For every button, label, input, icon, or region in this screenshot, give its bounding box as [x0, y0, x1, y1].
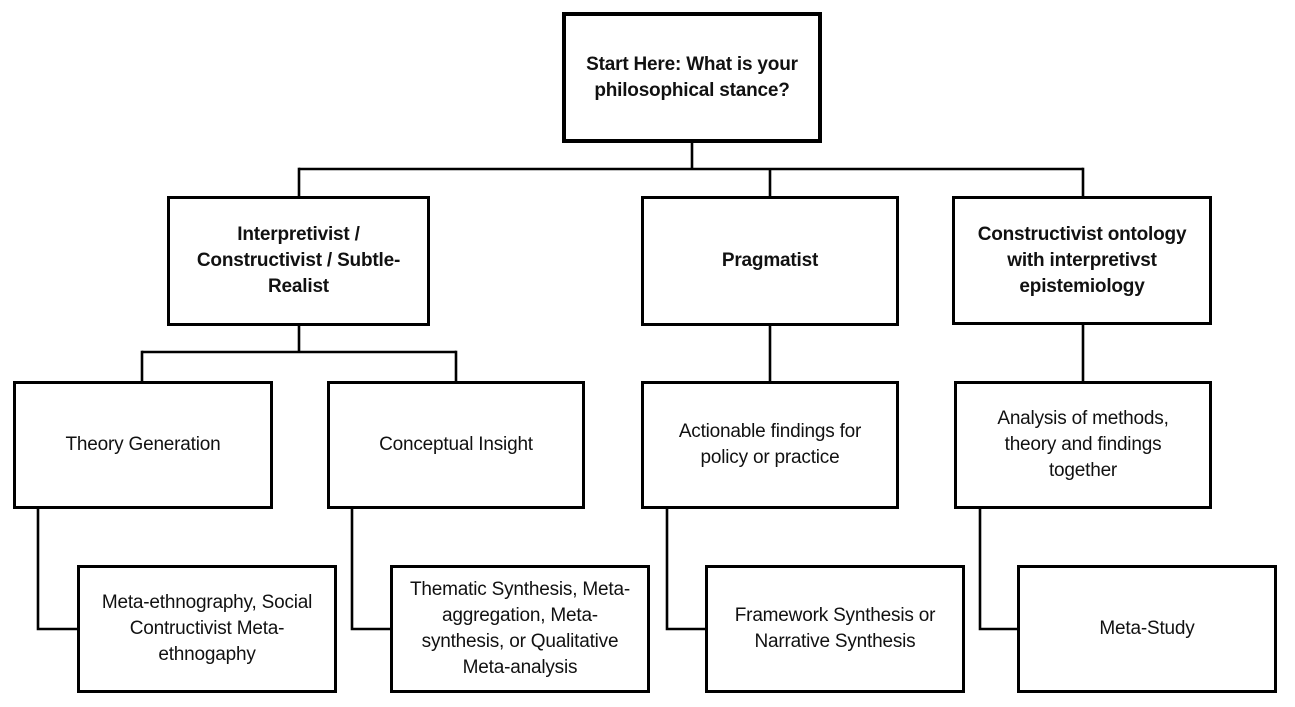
edge-analysis-metastudy: [978, 509, 1017, 631]
node-actionable-findings: Actionable findings for policy or practi…: [641, 381, 899, 509]
node-start-question-label: Start Here: What is your philosophical s…: [586, 53, 798, 101]
node-conceptual-insight: Conceptual Insight: [327, 381, 585, 509]
node-pragmatist: Pragmatist: [641, 196, 899, 326]
node-thematic-synthesis: Thematic Synthesis, Meta- aggregation, M…: [390, 565, 650, 693]
node-meta-ethnography: Meta-ethnography, Social Contructivist M…: [77, 565, 337, 693]
node-framework-synthesis: Framework Synthesis or Narrative Synthes…: [705, 565, 965, 693]
node-theory-generation: Theory Generation: [13, 381, 273, 509]
node-meta-study-label: Meta-Study: [1099, 618, 1195, 639]
edge-theory-metaethnography: [36, 509, 77, 631]
node-conceptual-insight-label: Conceptual Insight: [379, 434, 533, 455]
node-meta-study: Meta-Study: [1017, 565, 1277, 693]
edge-actionable-framework: [665, 509, 705, 631]
node-thematic-synthesis-label: Thematic Synthesis, Meta- aggregation, M…: [410, 579, 630, 678]
edge-conceptual-thematic: [350, 509, 390, 631]
node-pragmatist-label: Pragmatist: [721, 250, 819, 271]
node-constructivist-ontology-label: Constructivist ontology with interpretiv…: [977, 223, 1187, 297]
node-theory-generation-label: Theory Generation: [65, 434, 221, 455]
node-start-question: Start Here: What is your philosophical s…: [562, 12, 822, 143]
node-framework-synthesis-label: Framework Synthesis or Narrative Synthes…: [734, 605, 936, 652]
node-actionable-findings-label: Actionable findings for policy or practi…: [678, 421, 862, 468]
node-constructivist-ontology: Constructivist ontology with interpretiv…: [952, 196, 1212, 325]
node-interpretivist-label: Interpretivist / Constructivist / Subtle…: [196, 224, 401, 297]
node-meta-ethnography-label: Meta-ethnography, Social Contructivist M…: [101, 592, 313, 665]
node-analysis-of-methods-label: Analysis of methods, theory and findings…: [997, 408, 1169, 481]
node-analysis-of-methods: Analysis of methods, theory and findings…: [954, 381, 1212, 509]
node-interpretivist-constructivist-subtle-realist: Interpretivist / Constructivist / Subtle…: [167, 196, 430, 326]
